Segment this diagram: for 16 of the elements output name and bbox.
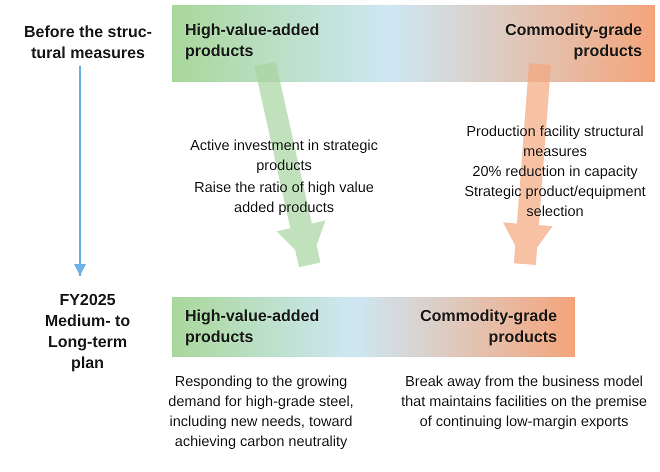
arrow — [74, 66, 86, 276]
text-label: Commodity-grade products — [472, 20, 642, 62]
note-text: Responding to the growing demand for high-grade steel, including new needs, toward achieving carbon neutrality — [167, 373, 355, 452]
gradient-bar — [172, 5, 655, 82]
text-label: High-value-added products — [185, 20, 365, 62]
note-text: Raise the ratio of high value added products — [193, 179, 375, 218]
text-label: High-value-added products — [185, 306, 365, 348]
note-text: Break away from the business model that maintains facilities on the premise of continuing low-margin exports — [400, 373, 648, 432]
text-label: Commodity-grade products — [387, 306, 557, 348]
note-text: Active investment in strategic products — [189, 137, 379, 176]
gradient-bar — [172, 297, 575, 357]
note-text: Strategic product/equipment selection — [463, 183, 647, 222]
note-text: 20% reduction in capacity — [471, 163, 639, 182]
text-label: FY2025 Medium- to Long-term plan — [30, 290, 145, 374]
note-text: Production facility structural measures — [465, 123, 645, 162]
text-label: Before the struc- tural measures — [8, 22, 168, 64]
